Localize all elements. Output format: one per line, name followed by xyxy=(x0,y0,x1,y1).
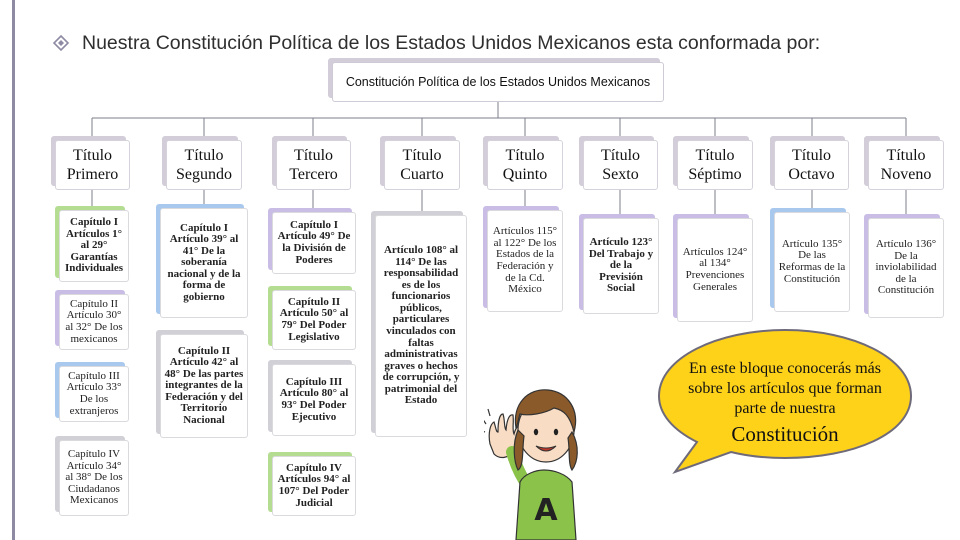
callout-emphasis: Constitución xyxy=(731,422,839,446)
callout-text: En este bloque conocerás más sobre los a… xyxy=(683,359,887,447)
titulo-primero: Título Primero xyxy=(51,136,130,190)
primero-capitulo-4: Capítulo IV Artículo 34° al 38° De los C… xyxy=(55,436,129,516)
tercero-capitulo-1: Capítulo I Artículo 49° De la División d… xyxy=(268,208,356,274)
titulo-quinto: Título Quinto xyxy=(483,136,563,190)
callout-body: En este bloque conocerás más sobre los a… xyxy=(688,360,882,417)
segundo-capitulo-2: Capítulo II Artículo 42° al 48° De las p… xyxy=(156,330,248,438)
septimo-articulos: Artículos 124° al 134° Prevenciones Gene… xyxy=(673,214,753,322)
quinto-articulos: Artículos 115° al 122° De los Estados de… xyxy=(483,206,563,312)
octavo-articulos: Artículo 135° De las Reformas de la Cons… xyxy=(770,208,850,312)
segundo-capitulo-1: Capítulo I Artículo 39° al 41° De la sob… xyxy=(156,204,248,318)
tercero-capitulo-3: Capítulo III Artículo 80° al 93° Del Pod… xyxy=(268,360,356,436)
speech-bubble-shape xyxy=(657,328,913,475)
slide-title: Nuestra Constitución Política de los Est… xyxy=(82,31,821,54)
callout-speech-bubble: En este bloque conocerás más sobre los a… xyxy=(653,324,917,478)
tercero-capitulo-2: Capítulo II Artículo 50° al 79° Del Pode… xyxy=(268,286,356,350)
titulo-segundo: Título Segundo xyxy=(162,136,242,190)
primero-capitulo-2: Capítulo II Artículo 30° al 32° De los m… xyxy=(55,290,129,350)
diamond-bullet-icon xyxy=(52,34,70,52)
primero-capitulo-1: Capítulo I Artículos 1° al 29° Garantías… xyxy=(55,206,129,282)
sexto-articulos: Artículo 123° Del Trabajo y de la Previs… xyxy=(579,214,659,314)
child-character-illustration: A xyxy=(484,389,578,540)
noveno-articulos: Artículo 136° De la inviolabilidad de la… xyxy=(864,214,944,318)
titulo-tercero: Título Tercero xyxy=(272,136,351,190)
titulo-sexto: Título Sexto xyxy=(579,136,658,190)
titulo-septimo: Título Séptimo xyxy=(673,136,753,190)
primero-capitulo-3: Capítulo III Artículo 33° De los extranj… xyxy=(55,362,129,422)
tercero-capitulo-4: Capítulo IV Artículos 94° al 107° Del Po… xyxy=(268,452,356,516)
left-accent-bar xyxy=(12,0,15,540)
titulo-octavo: Título Octavo xyxy=(770,136,849,190)
titulo-noveno: Título Noveno xyxy=(864,136,944,190)
root-constitution-box: Constitución Política de los Estados Uni… xyxy=(328,58,664,102)
cuarto-articulos: Artículo 108° al 114° De las responsabil… xyxy=(371,211,467,437)
titulo-cuarto: Título Cuarto xyxy=(380,136,460,190)
slide-header: Nuestra Constitución Política de los Est… xyxy=(52,28,820,58)
svg-text:A: A xyxy=(534,493,558,528)
